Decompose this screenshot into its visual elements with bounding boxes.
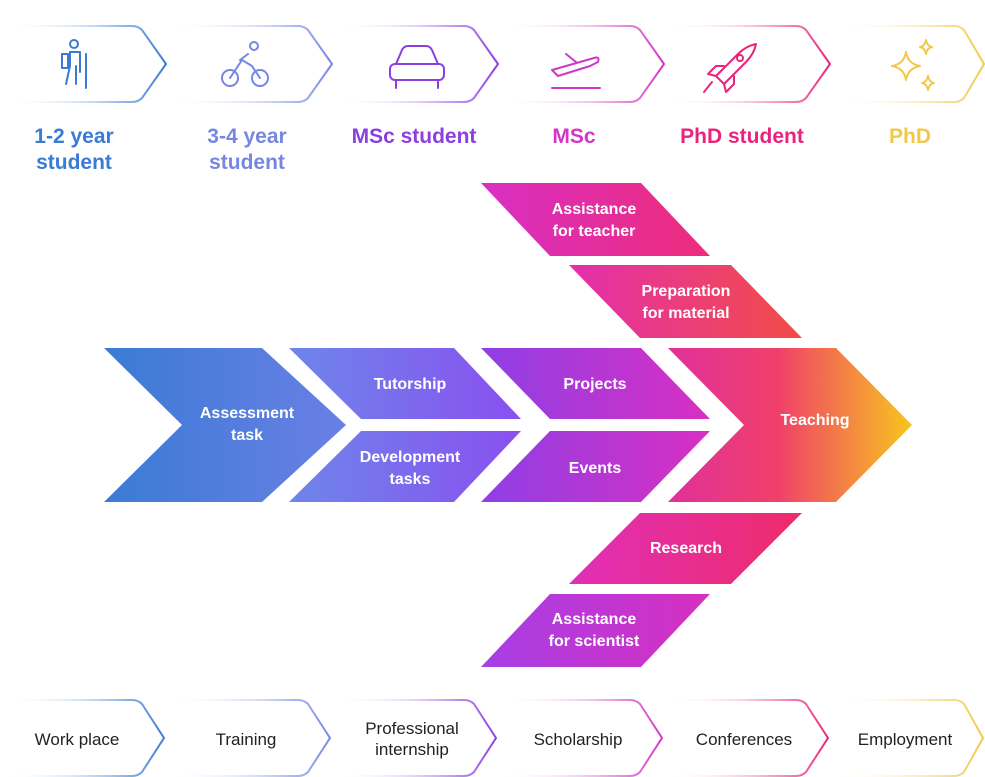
node-assistance-scientist-label: Assistance for scientist bbox=[548, 611, 640, 650]
hiker-icon bbox=[61, 39, 87, 89]
node-preparation-material-label: Preparation for material bbox=[641, 283, 731, 322]
node-research-shape bbox=[569, 513, 802, 584]
bottom-label-training: Training bbox=[215, 729, 277, 749]
bicycle-icon bbox=[221, 41, 269, 87]
stage-2-chevron bbox=[170, 25, 333, 103]
stage-label-msc: MSc bbox=[552, 125, 596, 148]
bottom-label-employment: Employment bbox=[857, 729, 953, 749]
rocket-icon bbox=[703, 43, 757, 93]
node-assistance-teacher-label: Assistance for teacher bbox=[551, 201, 637, 240]
bottom-2-chevron bbox=[170, 699, 331, 777]
bottom-1-chevron bbox=[4, 699, 165, 777]
stage-label-phd: PhD bbox=[889, 125, 931, 148]
stage-4-chevron bbox=[502, 25, 665, 103]
node-projects-shape bbox=[481, 348, 710, 419]
stage-3-chevron bbox=[336, 25, 499, 103]
bottom-label-conferences: Conferences bbox=[695, 729, 793, 749]
stage-label-phd-student: PhD student bbox=[680, 125, 804, 148]
bottom-label-scholarship: Scholarship bbox=[533, 729, 623, 749]
node-tutorship-label: Tutorship bbox=[373, 376, 447, 393]
airplane-icon bbox=[551, 53, 601, 89]
stage-label-3-4-year-student: 3-4 year student bbox=[207, 125, 287, 174]
node-development-tasks-label: Development tasks bbox=[359, 449, 461, 488]
stage-label-msc-student: MSc student bbox=[351, 125, 477, 148]
bottom-3-chevron bbox=[336, 699, 497, 777]
stage-label-1-2-year-student: 1-2 year student bbox=[34, 125, 114, 174]
node-assistance-scientist-shape bbox=[481, 594, 710, 667]
node-teaching-shape bbox=[668, 348, 912, 502]
stage-5-chevron bbox=[668, 25, 831, 103]
node-tutorship-shape bbox=[289, 348, 521, 419]
bottom-label-work-place: Work place bbox=[34, 729, 120, 749]
node-research-label: Research bbox=[649, 540, 723, 557]
node-assistance-teacher-shape bbox=[481, 183, 710, 256]
node-assessment-task-label: Assessment task bbox=[199, 405, 295, 444]
node-preparation-material-shape bbox=[569, 265, 802, 338]
stage-1-chevron bbox=[4, 25, 167, 103]
stage-6-chevron bbox=[834, 25, 985, 103]
node-development-tasks-shape bbox=[289, 431, 521, 502]
bottom-4-chevron bbox=[502, 699, 663, 777]
node-events-shape bbox=[481, 431, 710, 502]
car-icon bbox=[389, 45, 445, 89]
bottom-5-chevron bbox=[668, 699, 829, 777]
node-events-label: Events bbox=[568, 460, 622, 477]
node-assessment-task-shape bbox=[104, 348, 346, 502]
node-projects-label: Projects bbox=[563, 376, 627, 393]
bottom-6-chevron bbox=[834, 699, 984, 777]
node-teaching-label: Teaching bbox=[780, 412, 850, 429]
bottom-label-professional-internship: Professional internship bbox=[365, 719, 459, 759]
sparkles-icon bbox=[891, 39, 935, 91]
